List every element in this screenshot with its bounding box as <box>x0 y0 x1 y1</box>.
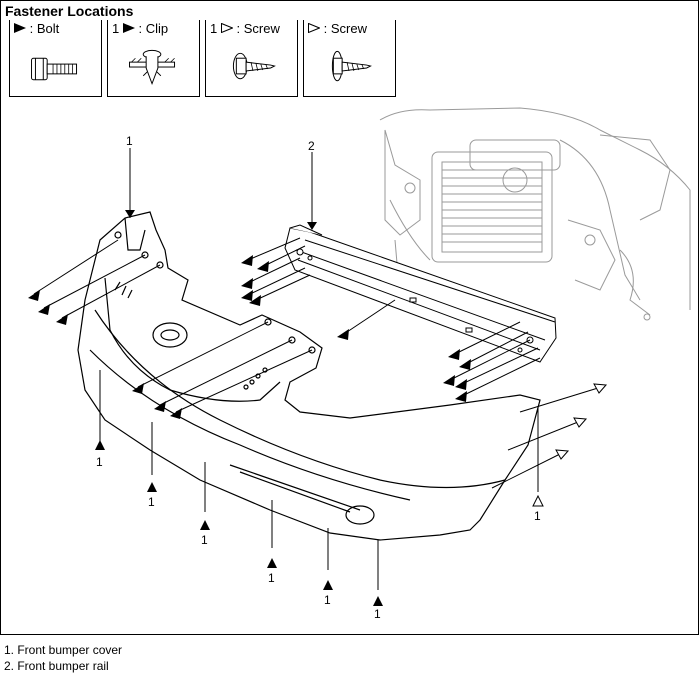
filled-arrow-icon <box>14 23 26 33</box>
fastener-label: : Clip <box>138 21 169 36</box>
clip-icon <box>129 49 176 86</box>
fastener-key-screw-2: : Screw <box>303 20 396 97</box>
fastener-key-clip: 1 : Clip <box>107 20 200 97</box>
callout-cover-top: 1 <box>126 134 133 148</box>
diagram-frame <box>0 0 699 635</box>
fastener-leaders <box>33 148 599 590</box>
callout-rail-top: 2 <box>308 139 315 153</box>
parts-legend: 1. Front bumper cover 2. Front bumper ra… <box>4 642 122 674</box>
callout-clip: 1 <box>201 533 208 547</box>
bolt-arrowheads <box>28 255 471 419</box>
clip-arrowheads <box>95 210 383 606</box>
callout-clip: 1 <box>268 571 275 585</box>
fastener-prefix: 1 <box>112 21 120 36</box>
callout-screw: 1 <box>534 509 541 523</box>
fastener-label: : Screw <box>323 21 367 36</box>
legend-item: 2. Front bumper rail <box>4 659 109 673</box>
fastener-key-screw-1: 1 : Screw <box>205 20 298 97</box>
callout-clip: 1 <box>148 495 155 509</box>
fastener-key-bolt: : Bolt <box>9 20 102 97</box>
screw-arrowheads <box>532 383 608 507</box>
fastener-locations-title: Fastener Locations <box>5 3 134 19</box>
fastener-label: : Screw <box>236 21 280 36</box>
hollow-arrow-icon <box>308 22 321 34</box>
front-bumper-rail <box>284 224 557 363</box>
fastener-prefix: 1 <box>210 21 218 36</box>
fastener-label: : Bolt <box>29 21 60 36</box>
callout-numbers: 1 2 1 1 1 1 1 1 1 <box>96 134 541 621</box>
callout-clip: 1 <box>96 455 103 469</box>
front-bumper-cover <box>77 211 541 541</box>
screw-icon <box>331 50 372 82</box>
bumper-exploded-diagram: 1 2 1 1 1 1 1 1 1 <box>28 107 691 621</box>
callout-clip: 1 <box>324 593 331 607</box>
bolt-icon <box>31 57 78 81</box>
legend-item: 1. Front bumper cover <box>4 643 123 657</box>
callout-clip: 1 <box>374 607 381 621</box>
screw-icon <box>232 52 276 80</box>
filled-arrow-icon <box>122 23 135 33</box>
hollow-arrow-icon <box>220 22 234 34</box>
